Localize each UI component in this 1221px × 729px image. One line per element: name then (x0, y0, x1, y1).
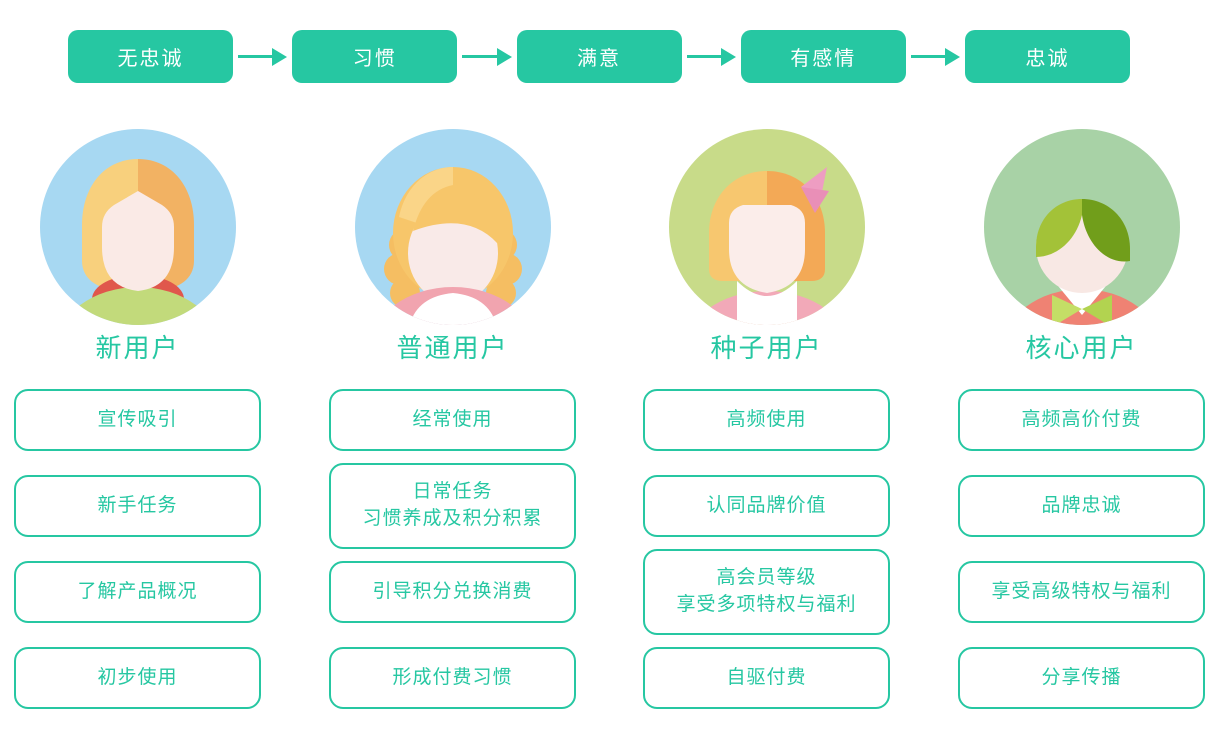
task-box: 形成付费习惯 (329, 647, 576, 709)
arrow-shaft (686, 55, 721, 58)
flow-arrow-icon (233, 47, 292, 66)
flow-step-habit: 习惯 (292, 30, 458, 83)
column-regular-user: 普通用户 经常使用 日常任务 习惯养成及积分积累 引导积分兑换消费 形成付费习惯 (329, 129, 576, 721)
task-slot: 引导积分兑换消费 (329, 549, 576, 635)
task-slot: 高频高价付费 (958, 377, 1205, 463)
flow-step-label: 有感情 (790, 48, 857, 70)
arrow-head-icon (720, 47, 736, 66)
task-box: 了解产品概况 (14, 561, 261, 623)
task-box: 高频高价付费 (958, 389, 1205, 451)
flow-step-loyal: 忠诚 (965, 30, 1130, 83)
flow-step-emotional: 有感情 (740, 30, 906, 83)
arrow-shaft (238, 55, 273, 58)
task-slot: 宣传吸引 (14, 377, 261, 463)
flow-arrow-icon (457, 47, 516, 66)
task-box: 经常使用 (329, 389, 576, 451)
task-box: 引导积分兑换消费 (329, 561, 576, 623)
girl-curly-blonde-hair-avatar-icon (354, 129, 551, 325)
task-box: 认同品牌价值 (643, 475, 890, 537)
task-list: 经常使用 日常任务 习惯养成及积分积累 引导积分兑换消费 形成付费习惯 (329, 377, 576, 721)
task-list: 高频使用 认同品牌价值 高会员等级 享受多项特权与福利 自驱付费 (643, 377, 890, 721)
arrow-shaft (462, 55, 497, 58)
boy-green-hair-bowtie-avatar-icon (983, 129, 1180, 325)
task-slot: 高会员等级 享受多项特权与福利 (643, 549, 890, 635)
column-title: 新用户 (95, 333, 180, 363)
flow-step-satisfied: 满意 (516, 30, 682, 83)
task-box: 初步使用 (14, 647, 261, 709)
task-slot: 日常任务 习惯养成及积分积累 (329, 463, 576, 549)
flow-arrow-icon (906, 47, 965, 66)
arrow-head-icon (496, 47, 512, 66)
task-list: 宣传吸引 新手任务 了解产品概况 初步使用 (14, 377, 261, 721)
column-title: 普通用户 (396, 333, 509, 363)
arrow-shaft (910, 55, 945, 58)
girl-short-blonde-hair-avatar-icon (39, 129, 236, 325)
task-box: 享受高级特权与福利 (958, 561, 1205, 623)
loyalty-flow: 无忠诚 习惯 满意 有感情 忠诚 (68, 30, 1130, 83)
arrow-head-icon (272, 47, 288, 66)
arrow-head-icon (945, 47, 960, 66)
task-slot: 经常使用 (329, 377, 576, 463)
column-seed-user: 种子用户 高频使用 认同品牌价值 高会员等级 享受多项特权与福利 自驱付费 (643, 129, 890, 721)
task-slot: 高频使用 (643, 377, 890, 463)
task-box: 高会员等级 享受多项特权与福利 (643, 549, 890, 635)
flow-step-label: 忠诚 (1025, 48, 1070, 70)
task-slot: 自驱付费 (643, 635, 890, 721)
task-slot: 分享传播 (958, 635, 1205, 721)
column-title: 核心用户 (1025, 333, 1138, 363)
task-slot: 了解产品概况 (14, 549, 261, 635)
task-box: 高频使用 (643, 389, 890, 451)
task-slot: 新手任务 (14, 463, 261, 549)
task-box: 新手任务 (14, 475, 261, 537)
task-box: 品牌忠诚 (958, 475, 1205, 537)
task-slot: 享受高级特权与福利 (958, 549, 1205, 635)
task-slot: 认同品牌价值 (643, 463, 890, 549)
column-core-user: 核心用户 高频高价付费 品牌忠诚 享受高级特权与福利 分享传播 (958, 129, 1205, 721)
flow-arrow-icon (682, 47, 741, 66)
flow-step-no-loyalty: 无忠诚 (68, 30, 233, 83)
task-box: 宣传吸引 (14, 389, 261, 451)
flow-step-label: 习惯 (352, 48, 397, 70)
task-box: 分享传播 (958, 647, 1205, 709)
flow-step-label: 无忠诚 (117, 48, 184, 70)
flow-step-label: 满意 (577, 48, 621, 70)
task-slot: 形成付费习惯 (329, 635, 576, 721)
task-slot: 初步使用 (14, 635, 261, 721)
column-new-user: 新用户 宣传吸引 新手任务 了解产品概况 初步使用 (14, 129, 261, 721)
girl-bob-hair-pink-bow-avatar-icon (668, 129, 865, 325)
task-list: 高频高价付费 品牌忠诚 享受高级特权与福利 分享传播 (958, 377, 1205, 721)
task-box: 自驱付费 (643, 647, 890, 709)
column-title: 种子用户 (710, 333, 823, 363)
task-box: 日常任务 习惯养成及积分积累 (329, 463, 576, 549)
task-slot: 品牌忠诚 (958, 463, 1205, 549)
